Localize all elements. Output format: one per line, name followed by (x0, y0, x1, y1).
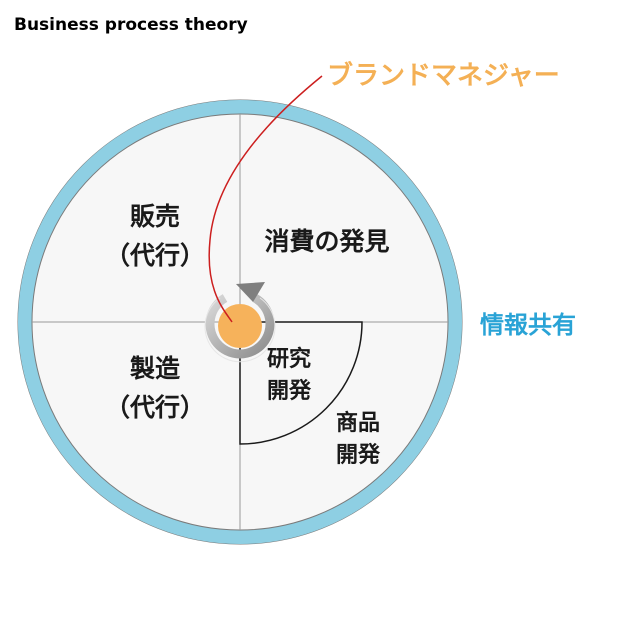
research-development-label: 開発 (267, 379, 312, 404)
information-sharing-ring (18, 100, 462, 544)
cycle-arrow-outline (204, 297, 276, 363)
manufacturing-outsourced-label: （代行） (105, 393, 205, 422)
research-sector (239, 321, 363, 445)
research-label: 研究 (267, 346, 311, 372)
cycle-arrowhead-icon (236, 282, 265, 302)
information-sharing-label: 情報共有 (480, 311, 576, 339)
manufacturing-label: 製造 (129, 354, 180, 383)
page-title: Business process theory (14, 15, 248, 35)
consumer-discovery-label: 消費の発見 (264, 227, 389, 256)
sales-outsourced-label: （代行） (105, 241, 205, 270)
product-label: 商品 (336, 410, 380, 436)
cycle-arrow-icon (205, 294, 275, 359)
product-development-label: 開発 (336, 443, 381, 468)
brand-manager-center-dot (218, 304, 262, 348)
manager-connector-curve (208, 75, 323, 323)
brand-manager-label: ブランドマネジャー (327, 60, 560, 91)
sales-label: 販売 (130, 202, 180, 231)
